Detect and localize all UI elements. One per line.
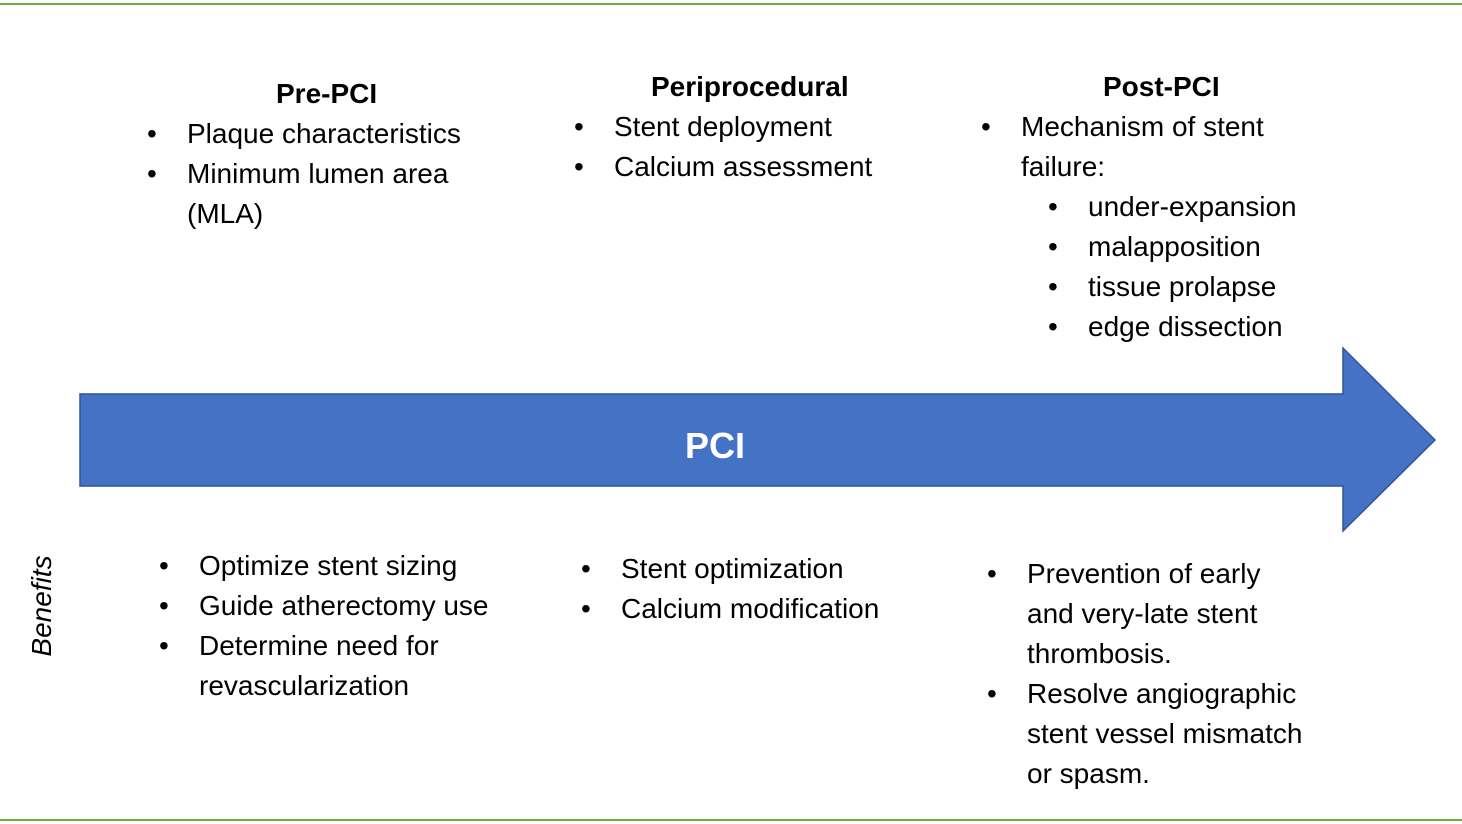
list-item: Stent optimization	[577, 549, 879, 589]
list-item: Guide atherectomy use	[155, 586, 489, 626]
list-item-text: and very-late stent	[1027, 598, 1258, 629]
post-pci-heading: Post-PCI	[1103, 71, 1220, 102]
pre-pci-benefits-list: Optimize stent sizing Guide atherectomy …	[155, 546, 489, 706]
periprocedural-list: Stent deployment Calcium assessment	[570, 107, 872, 187]
list-item-text: stent vessel mismatch	[1027, 718, 1303, 749]
list-item-continuation: revascularization	[155, 666, 489, 706]
pre-pci-list: Plaque characteristics Minimum lumen are…	[143, 114, 461, 234]
list-item-continuation: and very-late stent	[983, 594, 1302, 634]
post-pci-benefits-list: Prevention of early and very-late stent …	[983, 554, 1302, 794]
list-item-continuation: or spasm.	[983, 754, 1302, 794]
sub-list-item: malapposition	[977, 227, 1297, 267]
sub-list-item: under-expansion	[977, 187, 1297, 227]
list-item: Optimize stent sizing	[155, 546, 489, 586]
list-item: Mechanism of stent	[977, 107, 1297, 147]
periprocedural-heading: Periprocedural	[651, 71, 849, 102]
list-item: Prevention of early	[983, 554, 1302, 594]
list-item: Plaque characteristics	[143, 114, 461, 154]
list-item: Resolve angiographic	[983, 674, 1302, 714]
list-item: Calcium modification	[577, 589, 879, 629]
list-item-continuation: stent vessel mismatch	[983, 714, 1302, 754]
list-item: Determine need for	[155, 626, 489, 666]
list-item: Calcium assessment	[570, 147, 872, 187]
list-item-text: failure:	[1021, 151, 1106, 182]
benefits-label: Benefits	[26, 555, 57, 657]
list-item-continuation: (MLA)	[143, 194, 461, 234]
list-item-text: or spasm.	[1027, 758, 1150, 789]
list-item-text: thrombosis.	[1027, 638, 1172, 669]
list-item-text: revascularization	[199, 670, 410, 701]
pci-arrow-shape	[79, 346, 1437, 533]
post-pci-list: Mechanism of stent failure: under-expans…	[977, 107, 1297, 347]
top-divider	[0, 3, 1462, 5]
sub-list-item: edge dissection	[977, 307, 1297, 347]
list-item: Minimum lumen area	[143, 154, 461, 194]
sub-list-item: tissue prolapse	[977, 267, 1297, 307]
pci-arrow-label: PCI	[684, 425, 745, 466]
bottom-divider	[0, 819, 1462, 821]
list-item-continuation: failure:	[977, 147, 1297, 187]
list-item-continuation: thrombosis.	[983, 634, 1302, 674]
list-item-text: (MLA)	[187, 198, 264, 229]
periprocedural-benefits-list: Stent optimization Calcium modification	[577, 549, 879, 629]
list-item: Stent deployment	[570, 107, 872, 147]
pre-pci-heading: Pre-PCI	[276, 78, 378, 109]
